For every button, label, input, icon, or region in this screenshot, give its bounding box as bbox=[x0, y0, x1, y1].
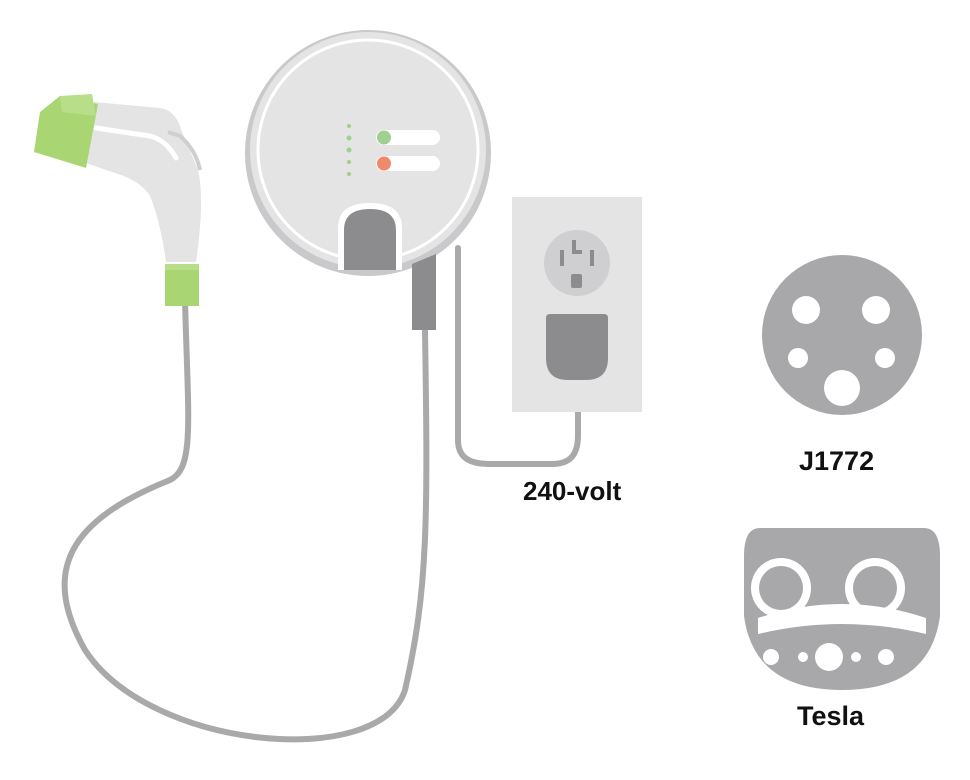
outlet-voltage-label: 240-volt bbox=[523, 476, 622, 506]
charging-cable bbox=[61, 297, 430, 743]
j1772-label: J1772 bbox=[799, 446, 875, 476]
j1772-connector-icon bbox=[762, 255, 922, 415]
outlet-cable bbox=[455, 245, 581, 467]
wall-outlet-icon bbox=[512, 197, 642, 412]
tesla-label: Tesla bbox=[797, 701, 865, 731]
wall-charger-icon bbox=[245, 30, 491, 330]
tesla-connector-icon bbox=[744, 528, 940, 690]
charging-handle-icon bbox=[34, 94, 202, 306]
wall-plug bbox=[546, 314, 608, 380]
